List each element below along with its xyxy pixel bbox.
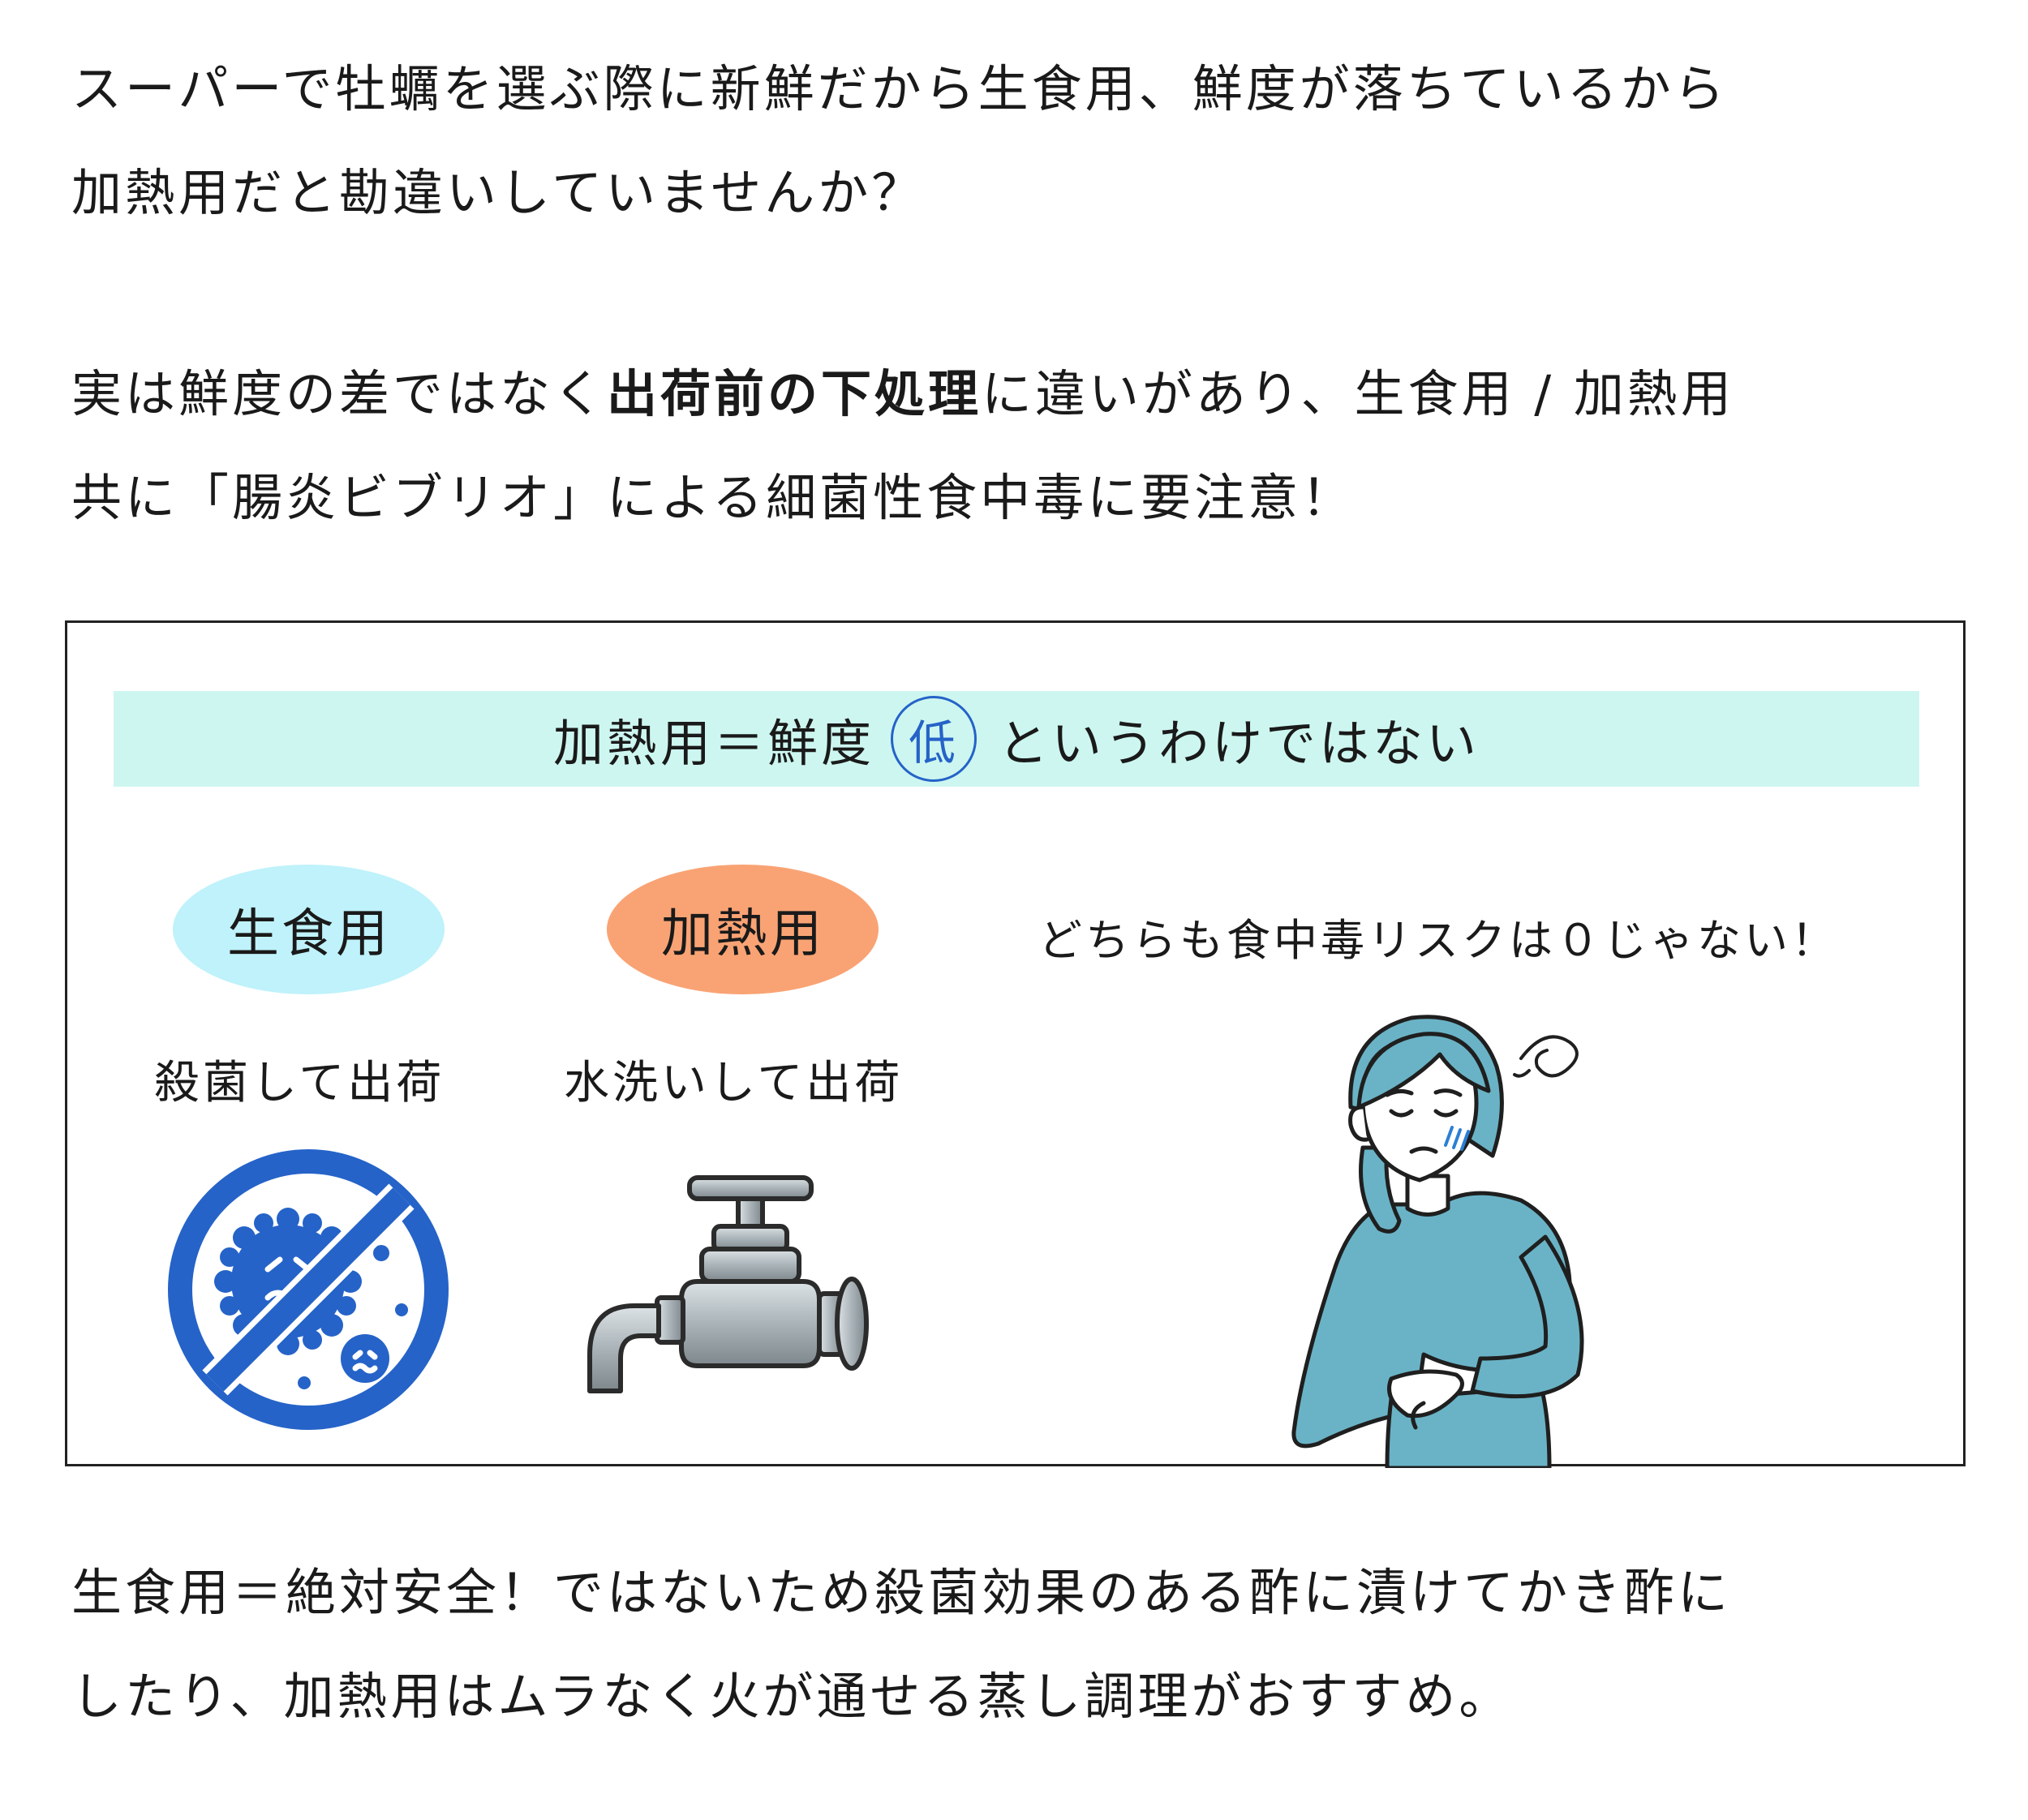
raw-caption: 殺菌して出荷 [154, 1057, 445, 1110]
closing-line-2: したり、加熱用はムラなく火が通せる蒸し調理がおすすめ。 [71, 1667, 1513, 1726]
cook-label-pill: 加熱用 [607, 865, 879, 994]
raw-label-pill: 生食用 [173, 865, 445, 994]
stomachache-woman-illustration [1291, 1015, 1584, 1468]
banner: 加熱用＝鮮度 低 というわけではない [114, 691, 1919, 787]
cook-caption: 水洗いして出荷 [564, 1057, 904, 1110]
faucet-icon [587, 1175, 869, 1393]
intro-paragraph: スーパーで牡蠣を選ぶ際に新鮮だから生食用、鮮度が落ちているから 加熱用だと勘違い… [71, 37, 1978, 245]
point-line-1a: 実は鮮度の差ではなく [71, 364, 608, 423]
no-bacteria-icon [168, 1149, 449, 1430]
risk-caption: どちらも食中毒リスクは０じゃない！ [1038, 915, 1838, 966]
banner-text-a: 加熱用＝鮮度 [552, 714, 874, 773]
point-paragraph: 実は鮮度の差ではなく出荷前の下処理に違いがあり、生食用 / 加熱用 共に「腸炎ビ… [71, 342, 1978, 550]
closing-line-1: 生食用＝絶対安全！ではないため殺菌効果のある酢に漬けてかき酢に [71, 1563, 1732, 1622]
closing-paragraph: 生食用＝絶対安全！ではないため殺菌効果のある酢に漬けてかき酢に したり、加熱用は… [71, 1541, 1978, 1749]
intro-line-2: 加熱用だと勘違いしていませんか？ [71, 163, 926, 222]
point-emphasis: 出荷前の下処理 [607, 364, 982, 423]
low-badge: 低 [891, 696, 977, 782]
point-line-2: 共に「腸炎ビブリオ」による細菌性食中毒に要注意！ [71, 468, 1356, 527]
point-line-1b: に違いがあり、生食用 / 加熱用 [982, 364, 1734, 423]
intro-line-1: スーパーで牡蠣を選ぶ際に新鮮だから生食用、鮮度が落ちているから [71, 59, 1728, 118]
info-box [65, 620, 1966, 1466]
banner-text-b: というわけではない [998, 714, 1480, 773]
